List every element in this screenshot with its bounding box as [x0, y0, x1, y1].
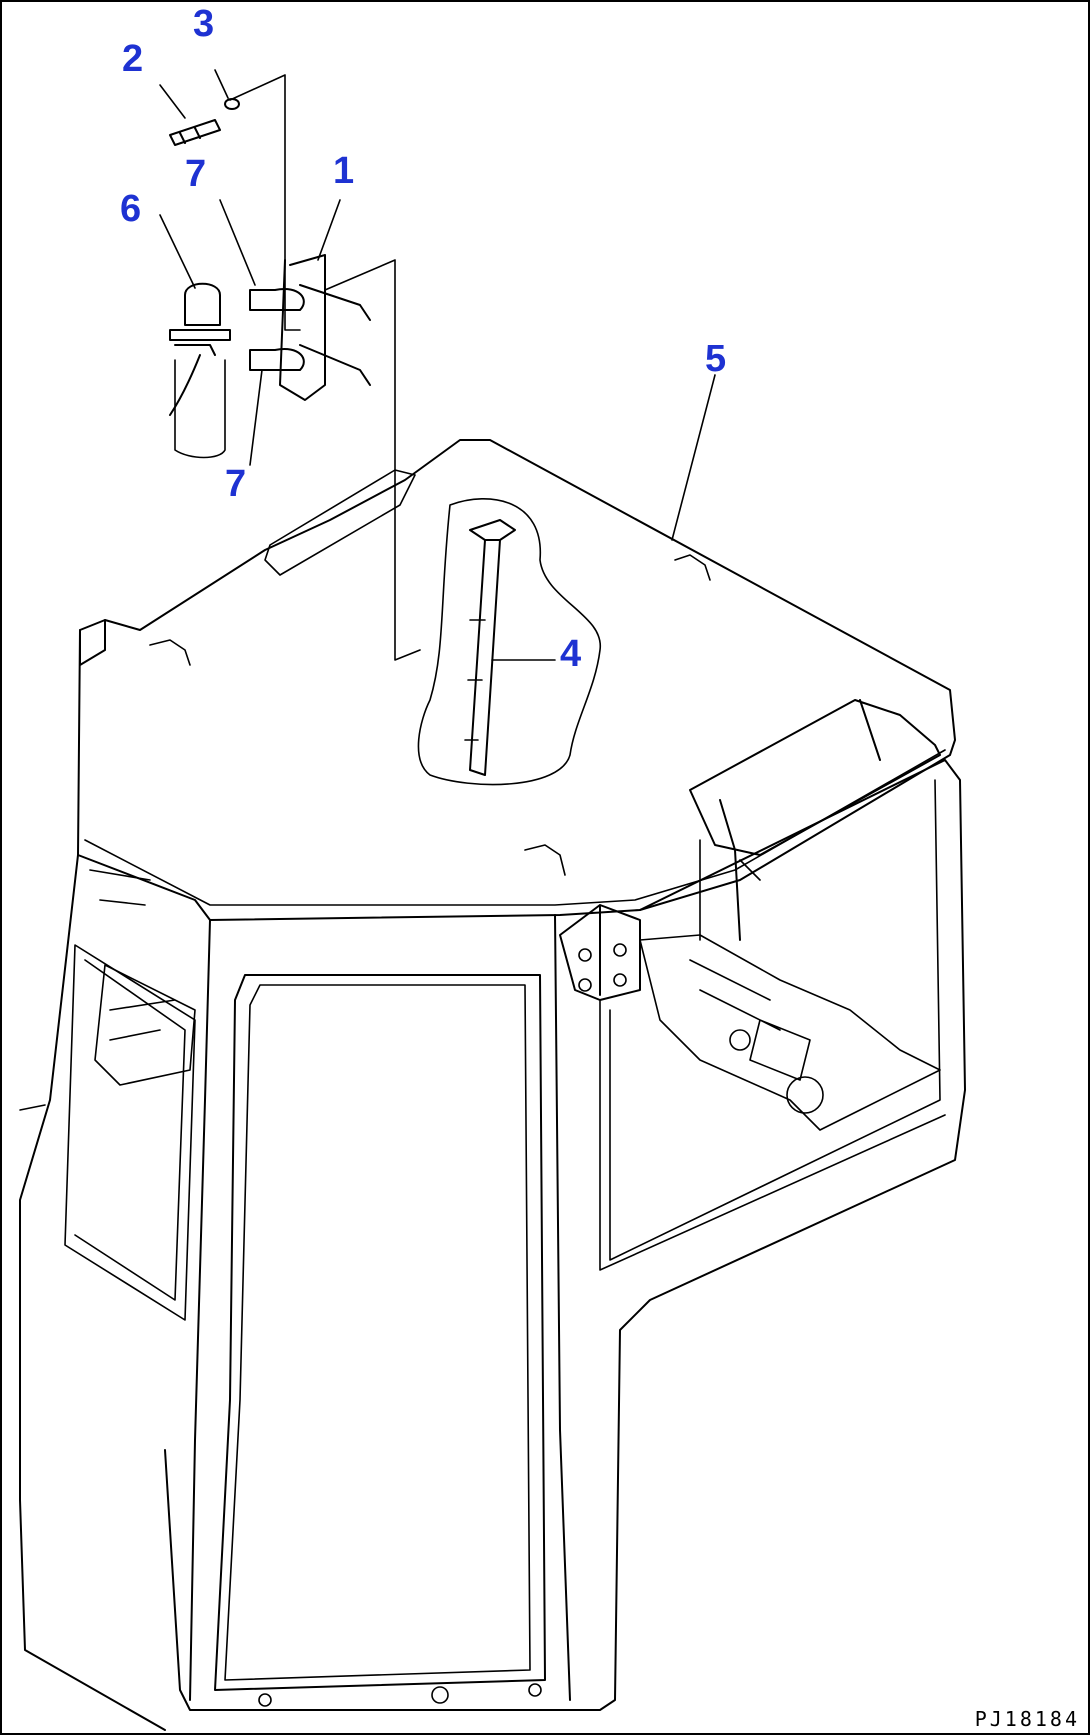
- hinge-bolt: [578, 948, 592, 962]
- callout-6: 6: [120, 188, 142, 230]
- hinge-bolt: [613, 943, 627, 957]
- hinge-bolt: [613, 973, 627, 987]
- leader-7-upper: [219, 199, 256, 286]
- roof-cutaway: [417, 498, 601, 786]
- callout-7-upper: 7: [185, 153, 207, 195]
- floor-bolt: [258, 1693, 272, 1707]
- left-inner-parts: [94, 964, 196, 1086]
- callout-4: 4: [560, 633, 582, 675]
- left-corner-post: [79, 619, 106, 666]
- leader-6: [159, 214, 196, 289]
- hinge-block: [559, 904, 641, 1001]
- left-window: [64, 944, 196, 1321]
- leader-2: [159, 84, 186, 119]
- left-panel-step: [19, 1104, 46, 1111]
- left-side-panel: [19, 854, 166, 1731]
- part-7-clamp-lower: [249, 348, 305, 371]
- exploded-parts: [159, 69, 716, 661]
- floor-bolt: [528, 1683, 542, 1697]
- right-window-inner-2: [599, 999, 946, 1271]
- part-3-nut: [224, 98, 240, 110]
- part-7-clamp-upper: [249, 288, 305, 311]
- leader-1: [317, 199, 341, 261]
- roof-edge-inner: [84, 749, 946, 906]
- right-duct: [689, 699, 941, 941]
- floor-disk: [786, 1076, 824, 1114]
- front-door-frame: [189, 914, 571, 1701]
- callout-7-lower: 7: [225, 463, 247, 505]
- drawing-code: PJ18184: [974, 1707, 1080, 1731]
- roof-outline: [77, 439, 956, 921]
- floor-bolt: [431, 1686, 449, 1704]
- part-6-lamp: [169, 282, 231, 416]
- right-window-inner: [609, 779, 941, 1261]
- bracket-4-holes: [464, 619, 486, 741]
- roof-strip-left: [264, 469, 416, 576]
- right-duct-detail: [699, 839, 761, 941]
- bracket-4: [469, 519, 516, 776]
- roof-clips: [149, 554, 711, 876]
- ref-line-upper: [229, 74, 301, 331]
- callout-5: 5: [705, 338, 727, 380]
- leader-5: [671, 374, 716, 541]
- part-6-socket: [174, 359, 226, 459]
- right-window-frame: [164, 759, 966, 1711]
- ref-line-lower: [324, 259, 421, 661]
- left-label-marks: [89, 869, 151, 906]
- front-door-inner: [224, 984, 531, 1681]
- floor-components: [639, 934, 941, 1131]
- callout-3: 3: [193, 3, 215, 45]
- hinge-bolt: [578, 978, 592, 992]
- callout-2: 2: [122, 38, 144, 80]
- callout-1: 1: [333, 150, 355, 192]
- floor-disk-small: [729, 1029, 751, 1051]
- leader-7-lower: [249, 369, 263, 466]
- cab-assembly: [19, 439, 966, 1731]
- leader-3: [214, 69, 229, 99]
- part-2-bolt: [169, 119, 221, 146]
